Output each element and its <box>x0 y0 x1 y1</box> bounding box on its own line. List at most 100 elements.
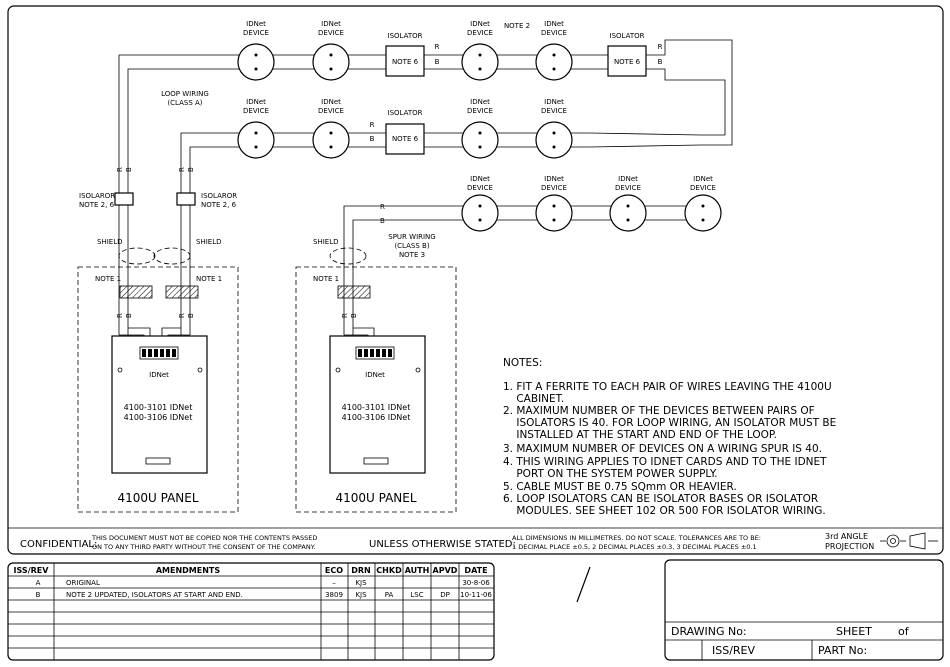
isolator-label: ISOLATOR <box>610 32 645 40</box>
projection-label: PROJECTION <box>825 542 874 551</box>
isolator-note: NOTE 6 <box>392 58 419 66</box>
card-line: 4100-3106 IDNet <box>342 413 411 422</box>
note-line: 2. MAXIMUM NUMBER OF THE DEVICES BETWEEN… <box>503 405 815 417</box>
device-label: IDNet <box>321 20 341 28</box>
wire-label-r: R <box>341 313 349 318</box>
table-header: AMENDMENTS <box>156 566 221 575</box>
device-label: IDNet <box>544 20 564 28</box>
idnet-device <box>312 43 350 81</box>
spur-wiring-class: (CLASS B) <box>394 242 429 250</box>
note-line: INSTALLED AT THE START AND END OF THE LO… <box>503 429 777 441</box>
table-cell: A <box>36 579 41 587</box>
isolaror-note: NOTE 2, 6 <box>79 201 115 209</box>
device-labels: IDNet DEVICE IDNet DEVICE IDNet DEVICE I… <box>243 20 716 192</box>
table-header: AUTH <box>405 566 430 575</box>
title-block: DRAWING No: SHEET of ISS/REV PART No: <box>664 559 944 661</box>
idnet-device <box>535 194 573 232</box>
amendments-table: ISS/REV AMENDMENTS ECO DRN CHKD AUTH APV… <box>7 562 495 661</box>
panel-right: NOTE 1 IDNet 4100-3101 IDNet 4100-3106 I… <box>295 266 457 513</box>
loop-wire-r-outer <box>118 39 733 164</box>
device-label: DEVICE <box>467 29 493 37</box>
panel-label: 4100U PANEL <box>117 491 198 505</box>
table-header: APVD <box>433 566 458 575</box>
device-label: DEVICE <box>318 29 344 37</box>
note-line: 6. LOOP ISOLATORS CAN BE ISOLATOR BASES … <box>503 493 818 505</box>
panel-left: NOTE 1 NOTE 1 IDNet 4100-3101 IDNet 4100… <box>77 266 239 513</box>
device-label: DEVICE <box>467 184 493 192</box>
isolator-note: NOTE 6 <box>614 58 641 66</box>
table-cell: 30-8-06 <box>462 579 490 587</box>
table-cell: ORIGINAL <box>66 579 100 587</box>
device-label: DEVICE <box>541 184 567 192</box>
shields: SHIELD SHIELD SHIELD <box>97 238 367 265</box>
device-label: DEVICE <box>318 107 344 115</box>
wire-label-b: B <box>125 313 133 318</box>
isolator-1: ISOLATOR NOTE 6 R B <box>385 32 440 77</box>
devices-row-2 <box>237 121 573 159</box>
card-line: 4100-3101 IDNet <box>124 403 193 412</box>
wire-label-b: B <box>350 313 358 318</box>
wire-label-b: B <box>658 58 663 66</box>
loop-wire-b-outer <box>127 68 726 164</box>
table-cell: NOTE 2 UPDATED, ISOLATORS AT START AND E… <box>66 591 243 599</box>
confidential-text: ON TO ANY THIRD PARTY WITHOUT THE CONSEN… <box>92 543 315 551</box>
note-line: 3. MAXIMUM NUMBER OF DEVICES ON A WIRING… <box>503 443 822 455</box>
device-label: DEVICE <box>615 184 641 192</box>
device-label: DEVICE <box>467 107 493 115</box>
note1-label: NOTE 1 <box>95 275 121 283</box>
isolaror-note: NOTE 2, 6 <box>201 201 237 209</box>
table-header: ISS/REV <box>14 566 50 575</box>
table-header: CHKD <box>376 566 402 575</box>
idnet-device <box>535 121 573 159</box>
table-cell: PA <box>385 591 394 599</box>
wire-label-r: R <box>658 43 663 51</box>
table-row: B NOTE 2 UPDATED, ISOLATORS AT START AND… <box>36 591 493 599</box>
shield-label: SHIELD <box>196 238 221 246</box>
note-line: MODULES. SEE SHEET 102 OR 500 FOR ISOLAT… <box>503 505 826 517</box>
note2-label: NOTE 2 <box>504 22 530 30</box>
wire-label-b: B <box>125 167 133 172</box>
wire-label-b: B <box>187 313 195 318</box>
device-label: IDNet <box>470 98 490 106</box>
device-label: IDNet <box>246 98 266 106</box>
note-line: CABINET. <box>503 393 564 405</box>
note-line: PORT ON THE SYSTEM POWER SUPPLY. <box>503 468 718 480</box>
confidential-label: CONFIDENTIAL: <box>20 539 97 550</box>
device-label: DEVICE <box>243 107 269 115</box>
spur-wiring-note: NOTE 3 <box>399 251 425 259</box>
device-label: DEVICE <box>243 29 269 37</box>
table-header: ECO <box>325 566 343 575</box>
isolaror-right: ISOLAROR NOTE 2, 6 <box>176 192 237 209</box>
loop-wiring-label: LOOP WIRING <box>161 90 209 98</box>
note1-label: NOTE 1 <box>196 275 222 283</box>
table-cell: LSC <box>410 591 423 599</box>
loop-wire-b-inner <box>189 146 590 164</box>
note-line: ISOLATORS IS 40. FOR LOOP WIRING, AN ISO… <box>503 417 836 429</box>
devices-row-1 <box>237 43 573 81</box>
device-label: DEVICE <box>690 184 716 192</box>
panel-label: 4100U PANEL <box>335 491 416 505</box>
idnet-device <box>461 43 499 81</box>
projection-symbol-icon <box>880 532 938 550</box>
isolator-label: ISOLATOR <box>388 109 423 117</box>
unless-label: UNLESS OTHERWISE STATED: <box>369 539 516 550</box>
drawing-frame <box>7 5 944 555</box>
device-label: IDNet <box>470 20 490 28</box>
slash-mark <box>576 566 591 603</box>
table-cell: KJS <box>355 591 367 599</box>
notes-title: NOTES: <box>503 357 542 369</box>
rb-labels: R B R B R B R B R B <box>116 167 358 318</box>
wire-label-b: B <box>187 167 195 172</box>
spur-label-b: B <box>380 217 385 225</box>
note-line: 1. FIT A FERRITE TO EACH PAIR OF WIRES L… <box>503 381 832 393</box>
device-label: IDNet <box>544 175 564 183</box>
drawing-no-label: DRAWING No: <box>671 625 747 638</box>
idnet-device <box>312 121 350 159</box>
device-label: IDNet <box>618 175 638 183</box>
note1-label: NOTE 1 <box>313 275 339 283</box>
spur-label-r: R <box>380 203 385 211</box>
projection-label: 3rd ANGLE <box>825 532 868 541</box>
notes-block: NOTES: 1. FIT A FERRITE TO EACH PAIR OF … <box>503 357 836 517</box>
table-header: DRN <box>351 566 371 575</box>
